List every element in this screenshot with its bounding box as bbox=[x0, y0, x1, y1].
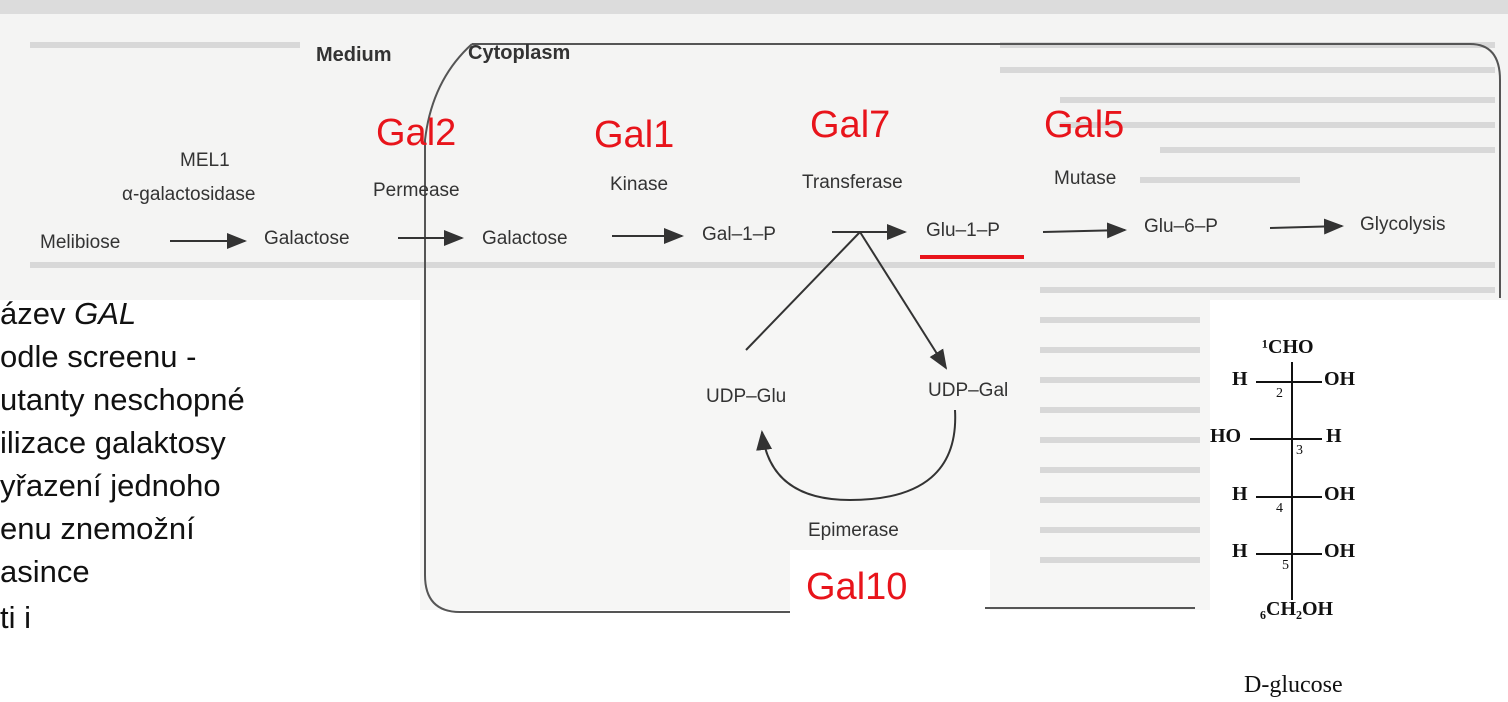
glu1p-label: Glu–1–P bbox=[926, 220, 1000, 241]
glucose-c1: ¹CHO bbox=[1262, 336, 1314, 358]
udp-gal-label: UDP–Gal bbox=[928, 380, 1009, 401]
glucose-c5-right: OH bbox=[1324, 540, 1356, 562]
left-text-line-8: ti i bbox=[0, 600, 31, 635]
glucose-c5-left: H bbox=[1232, 540, 1248, 562]
gal-italic-word: GAL bbox=[74, 296, 137, 331]
glucose-c2-right: OH bbox=[1324, 368, 1356, 390]
arrow-glu6p-glycolysis bbox=[1269, 218, 1344, 235]
gene-gal10-label: Gal10 bbox=[806, 566, 908, 608]
left-text-line-6: enu znemožní bbox=[0, 511, 195, 546]
glucose-c6: ₆CH₂OH bbox=[1260, 598, 1334, 620]
glucose-n5: 5 bbox=[1282, 558, 1289, 573]
alpha-galactosidase-label: α-galactosidase bbox=[122, 184, 256, 205]
transferase-label: Transferase bbox=[802, 172, 903, 193]
left-text-line-1: ázev GAL bbox=[0, 296, 137, 331]
glucose-c3-left: HO bbox=[1210, 425, 1242, 447]
left-text-line-4: ilizace galaktosy bbox=[0, 425, 226, 460]
gene-gal5-label: Gal5 bbox=[1044, 104, 1125, 146]
udp-glu-label: UDP–Glu bbox=[706, 386, 787, 407]
glycolysis-label: Glycolysis bbox=[1360, 214, 1446, 235]
mutase-label: Mutase bbox=[1054, 168, 1117, 189]
arrow-down-udpgal bbox=[859, 231, 948, 370]
permease-label: Permease bbox=[373, 180, 460, 201]
mel1-label: MEL1 bbox=[180, 150, 230, 171]
glucose-n3: 3 bbox=[1296, 443, 1303, 458]
glucose-c4-left: H bbox=[1232, 483, 1248, 505]
glu6p-label: Glu–6–P bbox=[1144, 216, 1218, 237]
epimerase-arc bbox=[756, 409, 957, 502]
cytoplasm-label: Cytoplasm bbox=[468, 42, 571, 64]
arrow-glu1p-glu6p bbox=[1042, 222, 1127, 239]
glucose-c4-right: OH bbox=[1324, 483, 1356, 505]
epimerase-label: Epimerase bbox=[808, 520, 899, 541]
bleed-through-lines bbox=[30, 42, 1495, 563]
kinase-label: Kinase bbox=[610, 174, 669, 195]
melibiose-label: Melibiose bbox=[40, 232, 121, 253]
left-text-line-2: odle screenu - bbox=[0, 339, 197, 374]
medium-label: Medium bbox=[316, 44, 392, 66]
glucose-fischer-projection bbox=[1250, 362, 1322, 600]
membrane-curve bbox=[424, 43, 473, 278]
glucose-c3-right: H bbox=[1326, 425, 1342, 447]
cell-boundary bbox=[424, 43, 1501, 613]
gene-gal1-label: Gal1 bbox=[594, 114, 675, 156]
left-text-line-3: utanty neschopné bbox=[0, 382, 245, 417]
gal1p-label: Gal–1–P bbox=[702, 224, 776, 245]
glucose-c2-left: H bbox=[1232, 368, 1248, 390]
glucose-n4: 4 bbox=[1276, 501, 1283, 516]
galactose-medium-label: Galactose bbox=[264, 228, 350, 249]
arrow-udpglu-up bbox=[745, 231, 861, 351]
glucose-caption: D-glucose bbox=[1244, 672, 1343, 698]
galactose-cytoplasm-label: Galactose bbox=[482, 228, 568, 249]
left-text-line-5: yřazení jednoho bbox=[0, 468, 221, 503]
gene-gal2-label: Gal2 bbox=[376, 112, 457, 154]
gene-gal7-label: Gal7 bbox=[810, 104, 891, 146]
left-text-line-7: asince bbox=[0, 554, 90, 589]
glucose-n2: 2 bbox=[1276, 386, 1283, 401]
